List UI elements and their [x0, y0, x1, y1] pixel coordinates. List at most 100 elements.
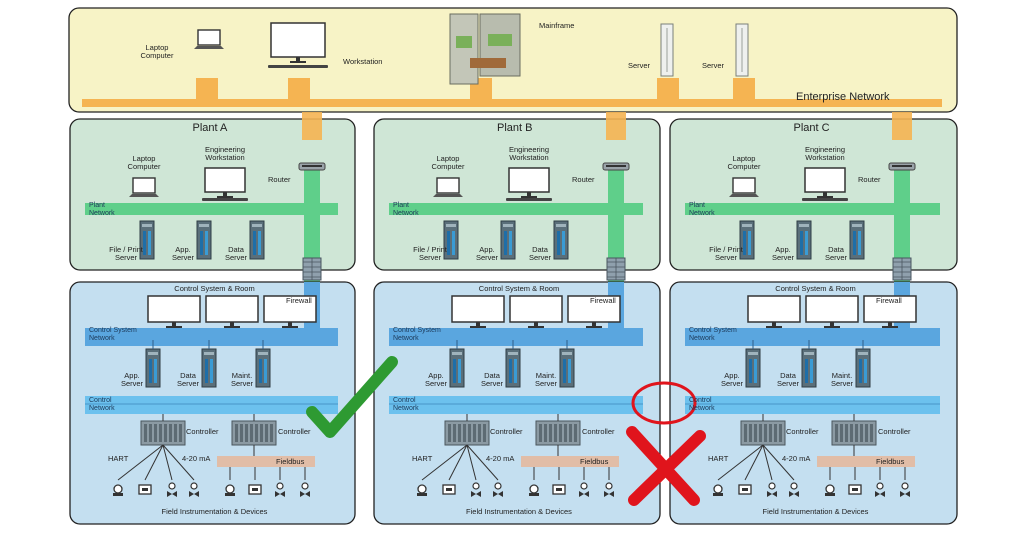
control-a-controller-1-card: [164, 424, 167, 442]
plant-c-server-file-led1: [743, 231, 746, 255]
control-b-cs-network-bus: [389, 328, 643, 346]
control-b-controller-1: [444, 420, 490, 446]
plant-b-laptop-screen: [436, 177, 460, 194]
control-c-console-2-base: [882, 326, 898, 328]
plant-c-eng-workstation: [804, 167, 846, 198]
control-c-cs-network-label: Control System Network: [689, 327, 737, 342]
control-c-title: Control System & Room: [775, 284, 856, 293]
enterprise-network-bus: [82, 99, 942, 107]
control-c-device-5: [848, 484, 862, 495]
plant-c-server-file-led2: [748, 231, 751, 255]
control-c-controller-1: [740, 420, 786, 446]
control-a-device-0-gauge: [113, 484, 123, 494]
control-b-controller-2-label: Controller: [582, 427, 615, 436]
plant-a-laptop-base: [129, 194, 159, 197]
control-a-server-app-bay: [148, 352, 158, 355]
control-c-device-1: [738, 484, 752, 495]
mainframe-label: Mainframe: [539, 21, 575, 30]
control-a-fieldbus-bus: [217, 456, 315, 467]
plant-b-server-app: [500, 220, 516, 260]
plant-c-network-bus: [685, 203, 940, 215]
plant-a-server-file-led1: [143, 231, 146, 255]
control-c-server-data-label: Data Server: [776, 371, 800, 388]
control-b-server-app-bay: [452, 352, 462, 355]
control-b-cs-network-label: Control System Network: [393, 327, 441, 342]
control-a-device-0: [113, 484, 123, 496]
control-c-server-maint-label: Maint. Server: [830, 371, 854, 388]
control-c-controller-2-label: Controller: [878, 427, 911, 436]
control-b-device-0-gauge: [417, 484, 427, 494]
enterprise-drop-4: [733, 78, 755, 100]
enterprise-workstation-label: Workstation: [343, 57, 383, 66]
control-b-firewall-label: Firewall: [590, 296, 616, 305]
plant-b-eng-workstation-base: [521, 196, 537, 198]
plant-c-server-app: [796, 220, 812, 260]
plant-b-eng-label: Engineering Workstation: [508, 145, 550, 162]
control-c-device-5-display: [852, 488, 858, 491]
control-b-console-1-base: [528, 326, 544, 328]
plant-c-eng-keyboard: [802, 198, 848, 201]
control-c-device-4-flange: [825, 493, 835, 496]
plant-title-c: Plant C: [793, 122, 830, 134]
control-c-device-3-head: [790, 482, 798, 490]
control-b-controller-1-label: Controller: [490, 427, 523, 436]
control-a-server-data: [201, 348, 217, 388]
plant-a-server-data-led2: [258, 231, 261, 255]
control-a-device-1-display: [142, 488, 148, 491]
control-b-console-2-stand: [592, 322, 596, 326]
mainframe-icon: [449, 13, 521, 85]
control-b-server-app-led2: [458, 359, 461, 383]
control-b-device-4-flange: [529, 493, 539, 496]
control-c-controller-1-card: [774, 424, 777, 442]
plant-a-server-app-label: App. Server: [171, 245, 195, 262]
plant-c-server-data-led1: [853, 231, 856, 255]
plant-title-a: Plant A: [192, 122, 228, 134]
plant-a-server-file-label: File / Print Server: [109, 245, 143, 262]
plant-c-router-label: Router: [858, 175, 881, 184]
control-a-controller-1-card: [154, 424, 157, 442]
control-a-device-2-head: [168, 482, 176, 490]
control-c-device-6-head: [876, 482, 884, 490]
control-a-controller-2-card: [245, 424, 248, 442]
control-a-server-maint: [255, 348, 271, 388]
plant-c-server-app-label: App. Server: [771, 245, 795, 262]
plant-b-server-file-bay: [446, 224, 456, 227]
control-c-console-0: [747, 295, 801, 328]
control-c-server-app-led1: [749, 359, 752, 383]
plant-b-router-ports: [606, 165, 626, 167]
control-b-console-0-screen: [451, 295, 505, 323]
plant-b-laptop-base: [433, 194, 463, 197]
enterprise-laptop-base: [194, 46, 224, 49]
control-a-controller-2-card: [255, 424, 258, 442]
plant-a-eng-workstation: [204, 167, 246, 198]
control-c-console-1-base: [824, 326, 840, 328]
plant-c-server-data-led2: [858, 231, 861, 255]
control-a-device-2: [167, 482, 177, 497]
control-a-controller-1-card: [144, 424, 147, 442]
control-a-hart-label: HART: [108, 454, 129, 463]
control-b-controller-1-body: [444, 420, 490, 446]
control-c-controller-1-card: [769, 424, 772, 442]
control-c-wire-1: [744, 444, 764, 481]
control-a-controller-2-card: [265, 424, 268, 442]
control-a-console-1-base: [224, 326, 240, 328]
control-a-device-7: [300, 482, 310, 497]
control-b-device-3-valve: [493, 491, 503, 497]
control-b-device-7-valve: [604, 491, 614, 497]
control-b-server-maint-bay: [562, 352, 572, 355]
control-b-device-7: [604, 482, 614, 497]
control-b-controller-1-card: [468, 424, 471, 442]
plant-b-server-file-led2: [452, 231, 455, 255]
control-c-console-2-screen: [863, 295, 917, 323]
control-a-device-2-valve: [167, 491, 177, 497]
control-a-console-0: [147, 295, 201, 328]
control-a-console-2-base: [282, 326, 298, 328]
control-b-server-maint: [559, 348, 575, 388]
control-a-controller-1-card: [179, 424, 182, 442]
enterprise-drop-1: [288, 78, 310, 100]
plant-c-server-file-label: File / Print Server: [709, 245, 743, 262]
control-c-device-2: [767, 482, 777, 497]
control-c-device-4-gauge: [825, 484, 835, 494]
control-a-console-1: [205, 295, 259, 328]
control-c-server-maint-bay: [858, 352, 868, 355]
